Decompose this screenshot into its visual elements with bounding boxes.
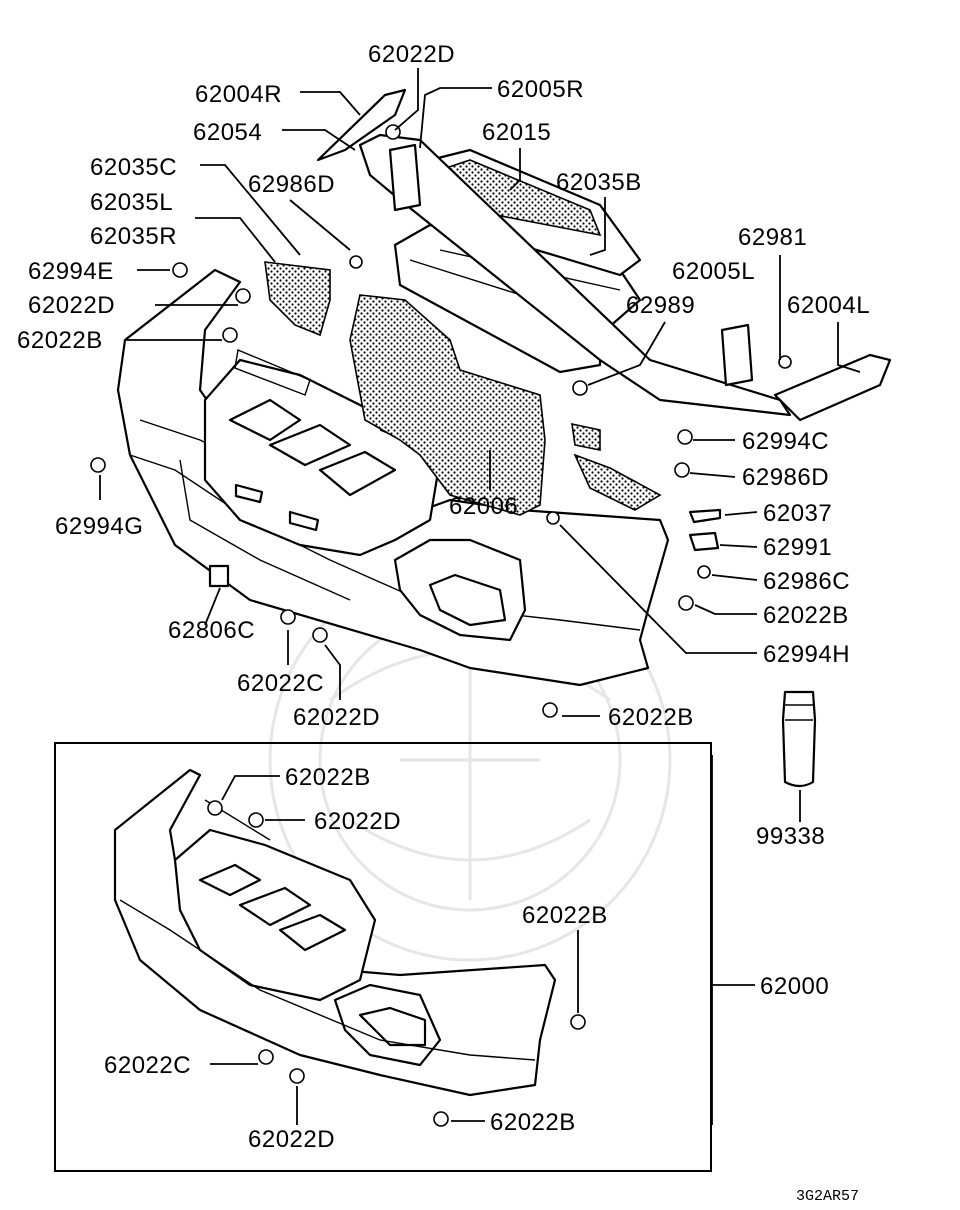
grille-mesh — [349, 294, 546, 516]
side-mesh-right — [573, 453, 662, 511]
label-62035C: 62035C — [90, 154, 177, 181]
label-62994C: 62994C — [742, 428, 829, 455]
leader-lines — [99, 68, 861, 1125]
label-62022B: 62022B — [608, 704, 694, 731]
label-99338: 99338 — [756, 823, 825, 850]
label-62986D: 62986D — [248, 171, 335, 198]
label-62054: 62054 — [193, 119, 262, 146]
label-62994E: 62994E — [28, 258, 114, 285]
label-62022D: 62022D — [28, 292, 115, 319]
label-62981: 62981 — [738, 224, 807, 251]
label-62022B: 62022B — [490, 1109, 576, 1136]
label-62989: 62989 — [626, 292, 695, 319]
label-62035R: 62035R — [90, 223, 177, 250]
kit-fasteners — [207, 800, 586, 1127]
label-62035B: 62035B — [556, 169, 642, 196]
label-62994H: 62994H — [763, 641, 850, 668]
label-62994G: 62994G — [55, 513, 143, 540]
label-62022C: 62022C — [237, 670, 324, 697]
label-62005R: 62005R — [497, 76, 584, 103]
label-62022B: 62022B — [17, 327, 103, 354]
label-62022D: 62022D — [248, 1126, 335, 1153]
label-62004L: 62004L — [787, 292, 870, 319]
label-62022B: 62022B — [763, 602, 849, 629]
label-62022D: 62022D — [314, 808, 401, 835]
label-62015: 62015 — [482, 119, 551, 146]
label-62005L: 62005L — [672, 258, 755, 285]
label-62986D: 62986D — [742, 464, 829, 491]
label-62037: 62037 — [763, 500, 832, 527]
label-62022B: 62022B — [285, 764, 371, 791]
fastener-symbols — [90, 124, 792, 718]
label-62986C: 62986C — [763, 568, 850, 595]
label-62000: 62000 — [760, 973, 829, 1000]
touch-up-bottle — [781, 690, 817, 788]
label-62022D: 62022D — [293, 704, 380, 731]
label-62035L: 62035L — [90, 189, 173, 216]
label-62004R: 62004R — [195, 81, 282, 108]
label-62022C: 62022C — [104, 1052, 191, 1079]
label-62006: 62006 — [449, 493, 518, 520]
diagram-code: 3G2AR57 — [796, 1188, 859, 1205]
label-62022B: 62022B — [522, 902, 608, 929]
label-62022D: 62022D — [368, 41, 455, 68]
assembled-bumper — [113, 768, 557, 1097]
upper-bumper-assembly — [116, 88, 892, 788]
label-62991: 62991 — [763, 534, 832, 561]
kit-box — [54, 742, 712, 1172]
label-62806C: 62806C — [168, 617, 255, 644]
side-mesh-left — [264, 261, 331, 337]
part-labels: 62022D 62004R 62005R 62054 62015 62035C … — [17, 41, 870, 1205]
